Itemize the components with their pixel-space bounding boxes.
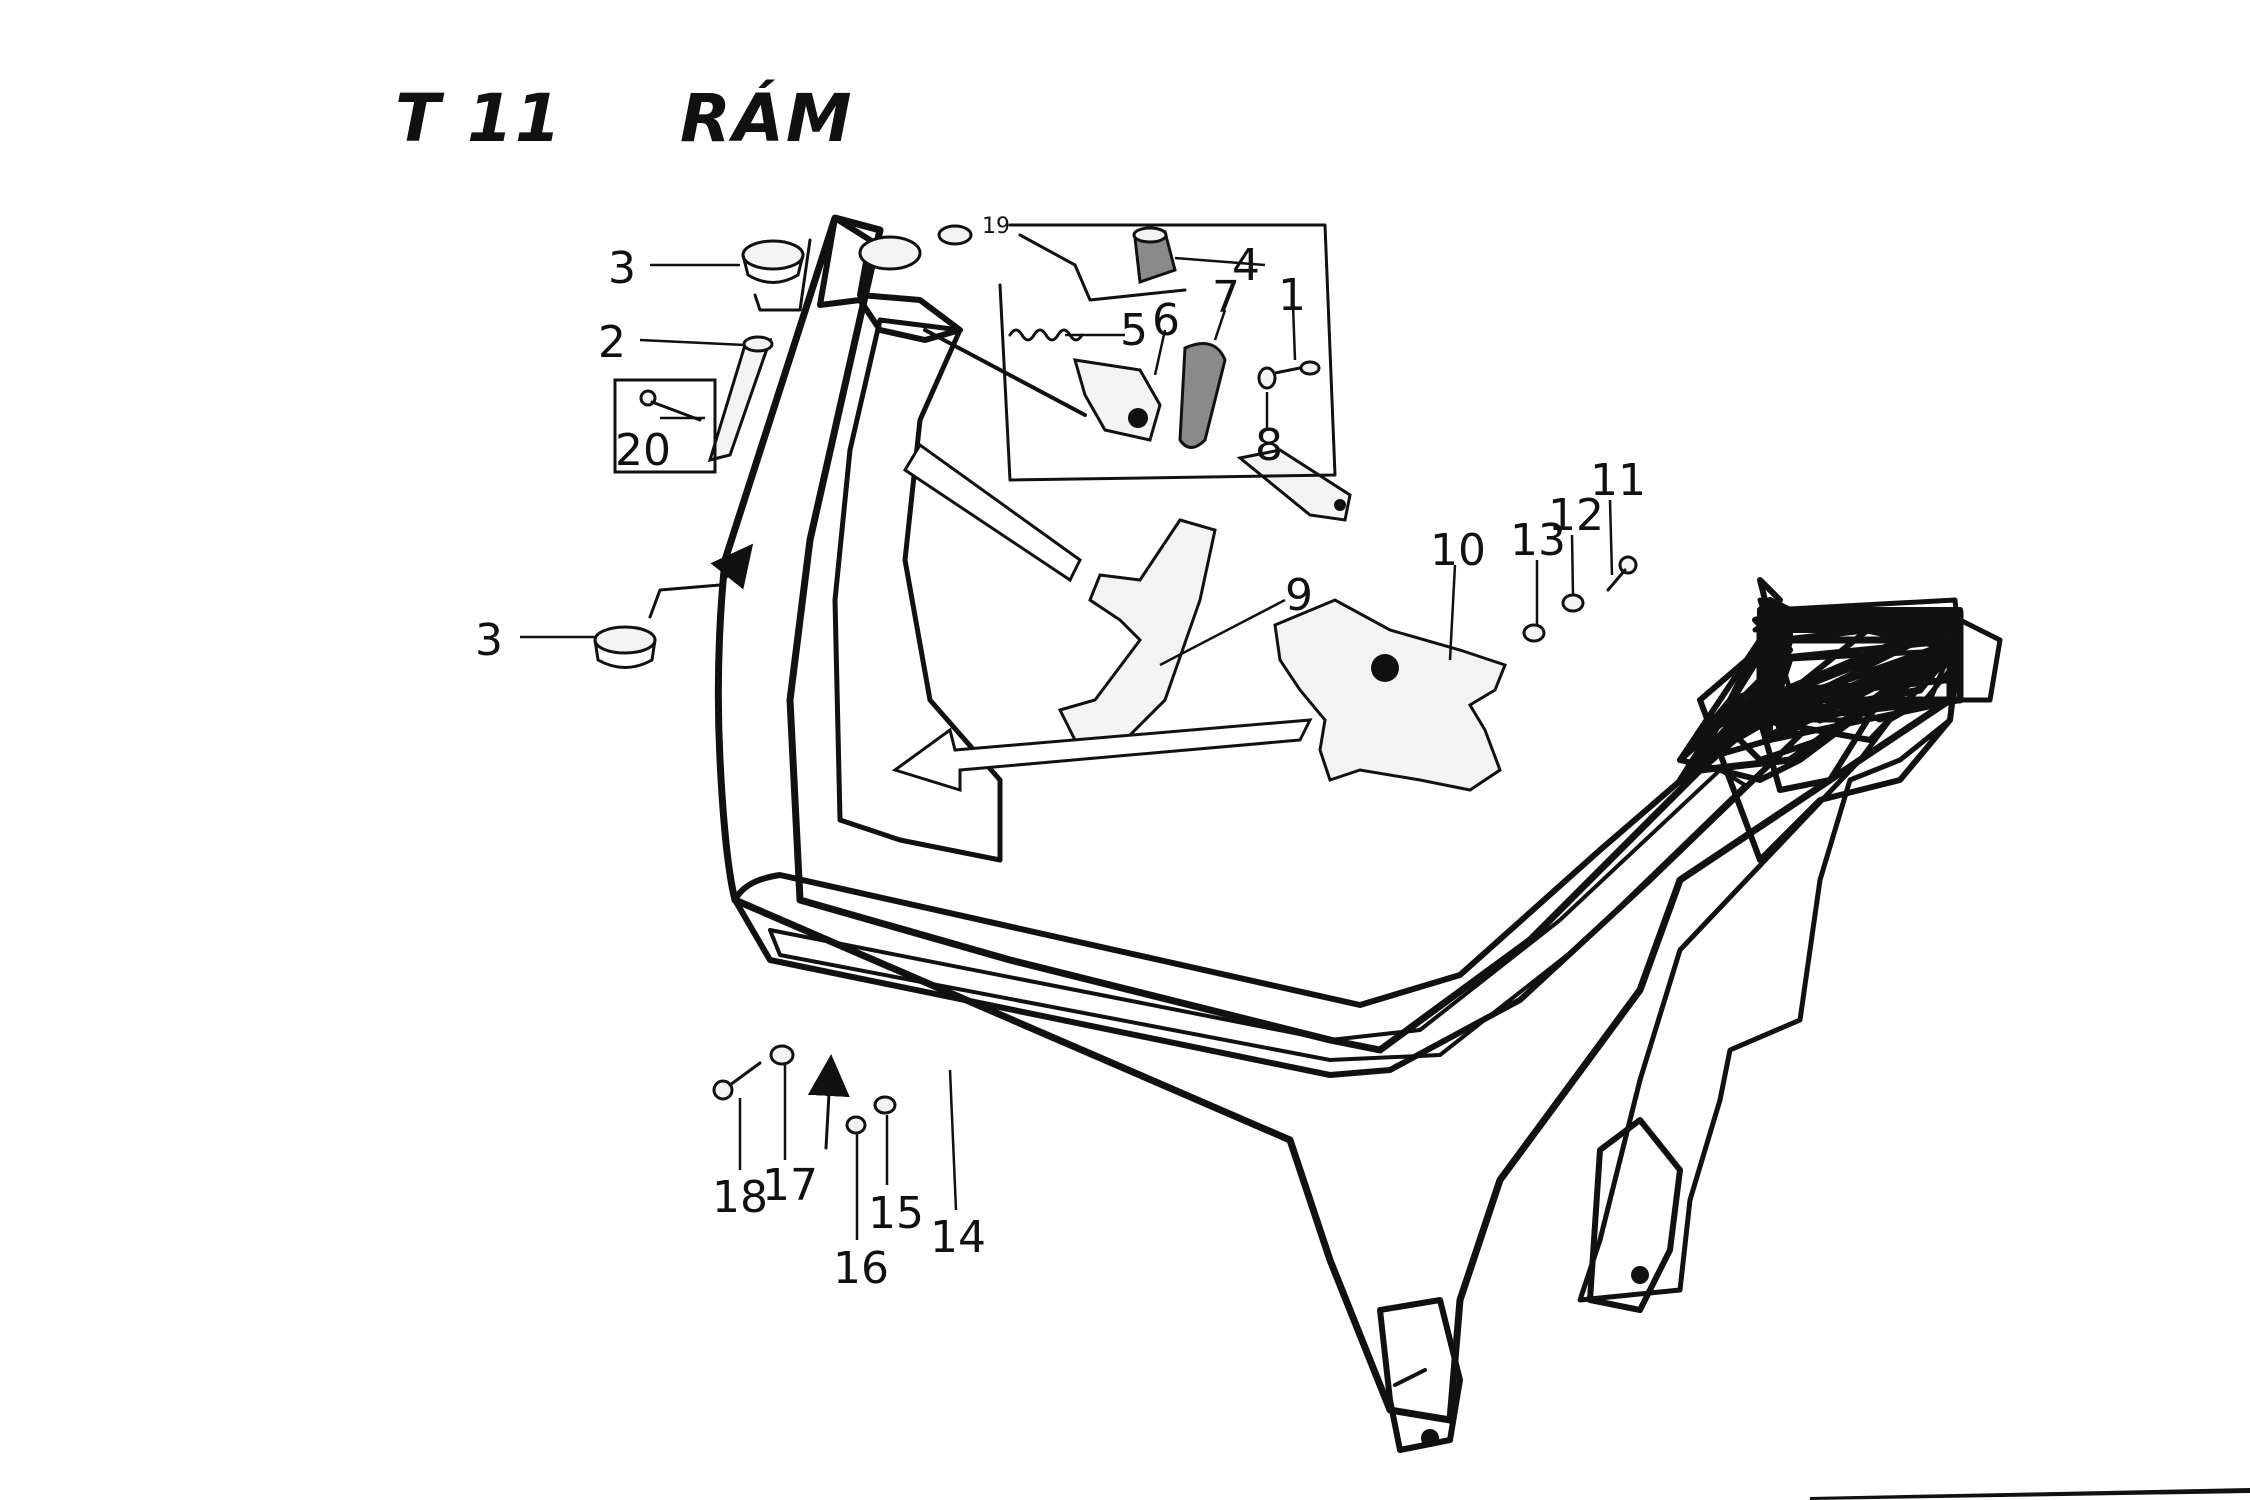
rear-leg-hole xyxy=(1631,1266,1649,1284)
callout-1: 1 xyxy=(1278,270,1306,321)
steering-head xyxy=(817,215,963,343)
bearing-cup-lower xyxy=(593,625,657,669)
callout-4: 4 xyxy=(1232,240,1260,291)
callout-3-lower: 3 xyxy=(475,615,503,666)
washer-17 xyxy=(769,1044,795,1066)
bearing-cup-upper xyxy=(741,239,805,284)
callout-13: 13 xyxy=(1510,515,1566,566)
washer-16 xyxy=(845,1115,867,1135)
washer-12 xyxy=(1561,593,1585,613)
callout-7: 7 xyxy=(1212,272,1240,323)
callout-10: 10 xyxy=(1430,525,1486,576)
rear-leg-bracket xyxy=(1587,1117,1683,1313)
front-foot-hole xyxy=(1421,1429,1439,1447)
rear-plate-upper xyxy=(1756,616,1964,704)
screw-1 xyxy=(1273,360,1321,376)
battery-bracket xyxy=(1057,518,1217,752)
frame-body xyxy=(714,214,2003,1424)
nut-13 xyxy=(1522,623,1546,643)
diagram-title: RÁM xyxy=(680,80,854,157)
callout-5: 5 xyxy=(1120,305,1148,356)
bolt-11 xyxy=(1606,555,1638,592)
callout-15: 15 xyxy=(868,1188,924,1239)
callout-2: 2 xyxy=(598,317,626,368)
steering-lock xyxy=(1072,358,1162,442)
nut-19 xyxy=(937,224,973,246)
callout-3-upper: 3 xyxy=(608,243,636,294)
callout-14: 14 xyxy=(930,1212,986,1263)
scan-edge xyxy=(1810,1488,2250,1500)
callout-18: 18 xyxy=(712,1172,768,1223)
diagram-code: T 11 xyxy=(395,80,563,157)
bolt-18 xyxy=(712,1061,762,1101)
callout-6: 6 xyxy=(1152,295,1180,346)
callout-20: 20 xyxy=(615,425,671,476)
callout-11: 11 xyxy=(1590,455,1646,506)
assembly-arrows xyxy=(648,223,1337,1150)
mounting-plate-10 xyxy=(1273,598,1507,792)
callout-17: 17 xyxy=(762,1160,818,1211)
callout-19: 19 xyxy=(982,214,1010,239)
front-foot-stud xyxy=(1393,1368,1427,1387)
front-foot-bracket xyxy=(1377,1297,1463,1453)
cover-plate xyxy=(1178,342,1227,449)
callout-8: 8 xyxy=(1255,420,1283,471)
callout-16: 16 xyxy=(833,1243,889,1294)
callout-labels: 1 2 3 3 4 5 6 7 8 9 10 11 12 13 14 15 16… xyxy=(475,214,1646,1294)
bracket-8 xyxy=(1236,366,1352,522)
rubber-buffer xyxy=(1132,226,1177,285)
steering-sleeve xyxy=(707,335,774,463)
nut-15 xyxy=(873,1095,897,1115)
callout-12: 12 xyxy=(1548,490,1604,541)
leader-lines xyxy=(520,256,1614,1240)
callout-9: 9 xyxy=(1285,570,1313,621)
